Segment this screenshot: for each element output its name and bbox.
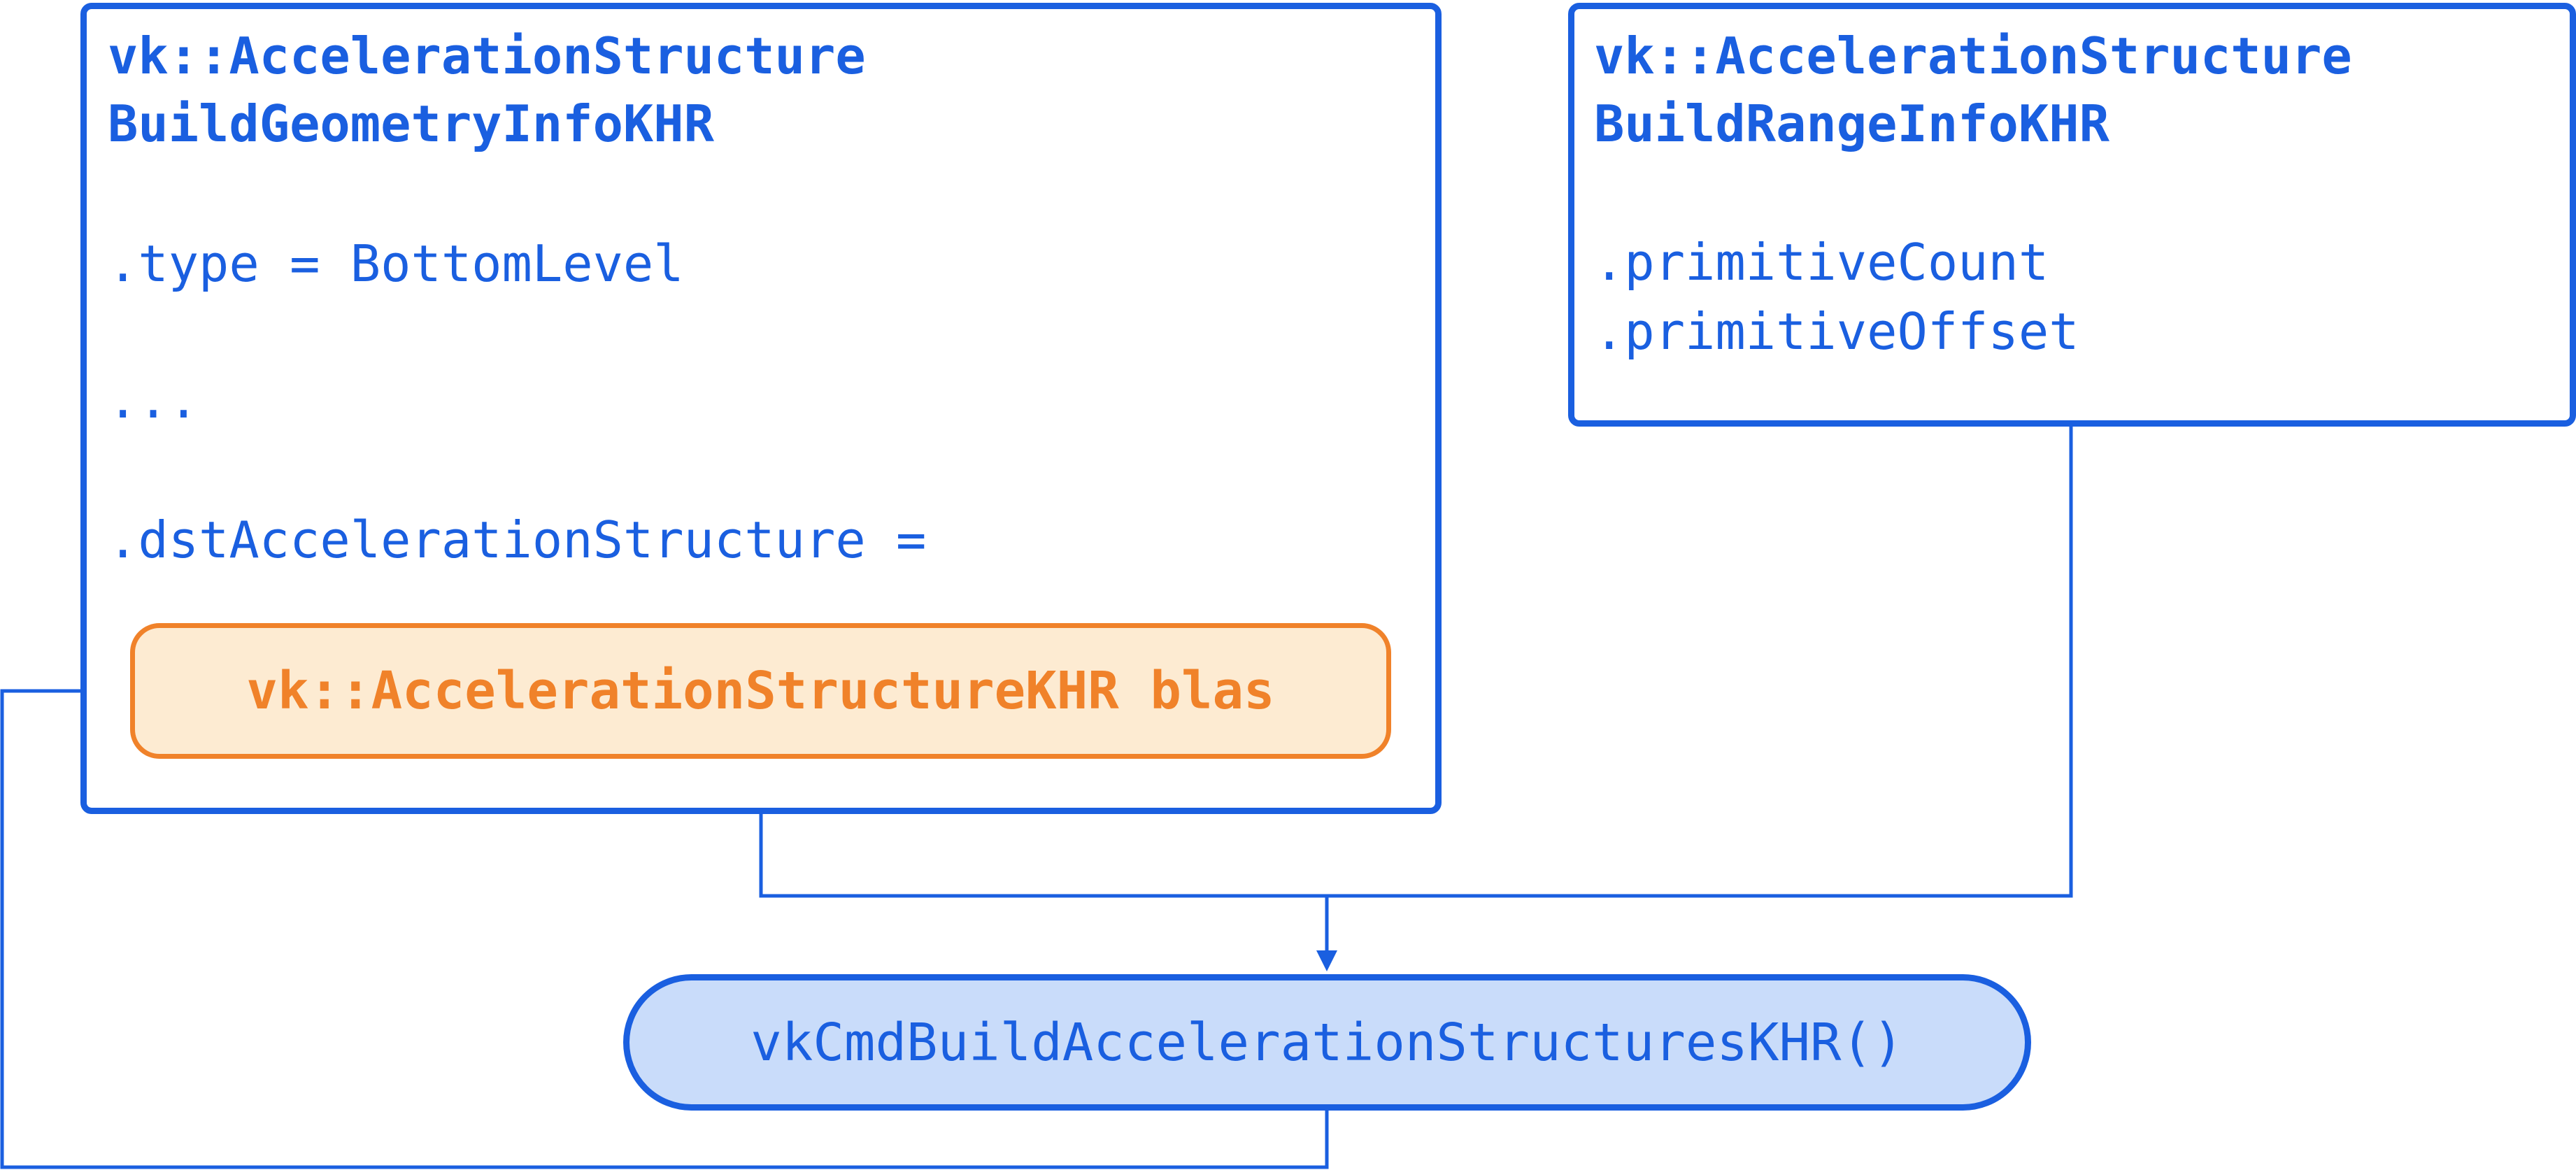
field-primitive-offset: .primitiveOffset (1594, 302, 2079, 361)
build-command-label: vkCmdBuildAccelerationStructuresKHR() (750, 1012, 1904, 1073)
geometry-info-title-line2: BuildGeometryInfoKHR (108, 94, 714, 153)
blas-box: vk::AccelerationStructureKHR blas (130, 623, 1391, 759)
range-info-title-line1: vk::AccelerationStructure (1594, 27, 2352, 85)
field-ellipsis: ... (108, 371, 199, 429)
field-type: .type = BottomLevel (108, 234, 684, 293)
field-dst-acceleration-structure: .dstAccelerationStructure = (108, 511, 927, 569)
field-primitive-count: .primitiveCount (1594, 233, 2049, 292)
geometry-to-command-line (759, 811, 1327, 898)
range-info-title-line2: BuildRangeInfoKHR (1594, 94, 2109, 153)
range-to-command-line (1327, 424, 2073, 898)
blas-label: vk::AccelerationStructureKHR blas (246, 661, 1275, 721)
command-to-blas-arrow (0, 680, 1329, 1169)
build-command-box: vkCmdBuildAccelerationStructuresKHR() (623, 974, 2031, 1111)
range-info-box (1568, 3, 2576, 427)
geometry-info-title-line1: vk::AccelerationStructure (108, 27, 866, 85)
